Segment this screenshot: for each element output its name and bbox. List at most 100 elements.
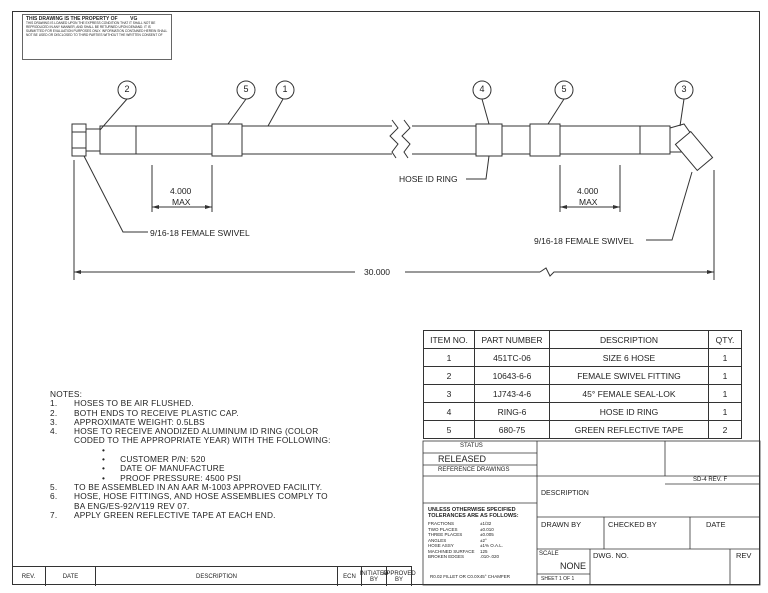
balloon-5-right: 5 xyxy=(561,84,567,94)
status-label: STATUS xyxy=(460,443,483,449)
bom-row: 3 1J743-4-6 45° FEMALE SEAL-LOK 1 xyxy=(423,384,742,403)
tolerance-heading: UNLESS OTHERWISE SPECIFIED TOLERANCES AR… xyxy=(428,507,519,519)
proprietary-text: THIS DRAWING IS LOANED UPON THE EXPRESS … xyxy=(26,21,168,37)
bom-header-item: ITEM NO. xyxy=(423,330,475,349)
sheet-label: SHEET 1 OF 1 xyxy=(541,576,575,582)
bom-cell: GREEN REFLECTIVE TAPE xyxy=(549,420,709,439)
rev-label: REV xyxy=(736,551,752,560)
drawn-by-label: DRAWN BY xyxy=(541,520,582,529)
hose-break-left xyxy=(389,119,399,159)
bom-cell: HOSE ID RING xyxy=(549,402,709,421)
balloon-2: 2 xyxy=(124,84,130,94)
tolerance-row: THREE PLACES±0.005 xyxy=(428,532,494,537)
fillet-note: R0.02 FILLET OR C0.0X45° CHAMFER xyxy=(430,574,510,579)
proprietary-owner: VG xyxy=(130,16,138,22)
balloon-5-left: 5 xyxy=(243,84,249,94)
dwg-no-label: DWG. NO. xyxy=(593,551,629,560)
doc-rev: SD-4 REV. F xyxy=(693,477,728,483)
bom-header-description: DESCRIPTION xyxy=(549,330,709,349)
rev-ecn-col: ECN xyxy=(338,567,362,586)
notes-title: NOTES: xyxy=(50,389,83,399)
rev-col: REV. xyxy=(12,567,46,586)
bom-cell: 2 xyxy=(708,420,742,439)
overall-length: 30.000 xyxy=(362,267,392,277)
bom-cell: 5 xyxy=(423,420,475,439)
note-line: 7.APPLY GREEN REFLECTIVE TAPE AT EACH EN… xyxy=(50,509,276,520)
left-fitting-body xyxy=(85,128,101,152)
callout-id-ring: HOSE ID RING xyxy=(399,174,458,184)
bom-cell: RING-6 xyxy=(474,402,550,421)
tolerance-row: TWO PLACES±0.010 xyxy=(428,526,494,532)
bom-cell: FEMALE SWIVEL FITTING xyxy=(549,366,709,385)
scale-label: SCALE xyxy=(539,551,559,557)
balloon-4: 4 xyxy=(479,84,485,94)
rev-description-col: DESCRIPTION xyxy=(96,567,338,586)
left-reflective-tape xyxy=(211,123,243,157)
dim-right-qualifier: MAX xyxy=(579,197,598,207)
note-line: 2.BOTH ENDS TO RECEIVE PLASTIC CAP. xyxy=(50,407,239,418)
hose-id-ring xyxy=(475,123,503,157)
right-fitting-socket xyxy=(639,125,671,155)
tolerance-table: FRACTIONS±1/32 TWO PLACES±0.010 THREE PL… xyxy=(428,521,503,560)
balloon-3: 3 xyxy=(681,84,687,94)
balloon-1: 1 xyxy=(282,84,288,94)
checked-by-label: CHECKED BY xyxy=(608,520,657,529)
dim-left-value: 4.000 xyxy=(170,186,192,196)
description-label: DESCRIPTION xyxy=(541,490,589,497)
bom-cell: 1J743-4-6 xyxy=(474,384,550,403)
bom-cell: 45° FEMALE SEAL-LOK xyxy=(549,384,709,403)
bom-cell: 4 xyxy=(423,402,475,421)
hose-break-left-2 xyxy=(401,119,411,159)
callout-right-swivel: 9/16-18 FEMALE SWIVEL xyxy=(534,236,634,246)
date-label: DATE xyxy=(706,520,726,529)
left-swivel-nut xyxy=(71,123,87,157)
proprietary-heading: THIS DRAWING IS THE PROPERTY OF xyxy=(26,16,118,22)
note-line: 5.TO BE ASSEMBLED IN AN AAR M-1003 APPRO… xyxy=(50,481,323,492)
dim-left-qualifier: MAX xyxy=(172,197,191,207)
note-line: 1.HOSES TO BE AIR FLUSHED. xyxy=(50,398,194,409)
revision-strip: REV. DATE DESCRIPTION ECN INITIATED BY A… xyxy=(12,566,416,586)
note-line: 3.APPROXIMATE WEIGHT: 0.5LBS xyxy=(50,416,205,427)
bom-cell: 1 xyxy=(708,384,742,403)
tolerance-row: BROKEN EDGES.010-.020 xyxy=(428,554,500,559)
bom-row: 4 RING-6 HOSE ID RING 1 xyxy=(423,402,742,421)
bill-of-materials: ITEM NO. PART NUMBER DESCRIPTION QTY. 1 … xyxy=(423,330,742,439)
note-line: 4.HOSE TO RECEIVE ANODIZED ALUMINUM ID R… xyxy=(50,426,319,437)
right-swivel-nut xyxy=(674,130,714,172)
bom-row: 5 680-75 GREEN REFLECTIVE TAPE 2 xyxy=(423,420,742,439)
scale-value: NONE xyxy=(560,561,587,571)
notes-block: NOTES: 1.HOSES TO BE AIR FLUSHED. 2.BOTH… xyxy=(50,389,331,520)
bom-cell: 1 xyxy=(708,366,742,385)
bom-cell: 3 xyxy=(423,384,475,403)
tolerance-row: FRACTIONS±1/32 xyxy=(428,521,492,526)
bom-header-qty: QTY. xyxy=(708,330,742,349)
reference-drawings: REFERENCE DRAWINGS xyxy=(438,467,510,473)
status-value: RELEASED xyxy=(438,454,487,464)
note-line: 6.HOSE, HOSE FITTINGS, AND HOSE ASSEMBLI… xyxy=(50,491,328,502)
note-line: • DATE OF MANUFACTURE xyxy=(102,463,225,474)
rev-date-col: DATE xyxy=(46,567,96,586)
right-reflective-tape xyxy=(529,123,561,157)
bom-cell: 1 xyxy=(708,402,742,421)
left-fitting-socket xyxy=(99,125,137,155)
bom-row: 1 451TC-06 SIZE 6 HOSE 1 xyxy=(423,348,742,367)
bom-cell: 10643-6-6 xyxy=(474,366,550,385)
tolerance-row: ANGLES±2° xyxy=(428,537,487,543)
proprietary-notice: THIS DRAWING IS THE PROPERTY OF VG THIS … xyxy=(22,14,172,60)
bom-cell: 1 xyxy=(708,348,742,367)
bom-row: 2 10643-6-6 FEMALE SWIVEL FITTING 1 xyxy=(423,366,742,385)
note-line: • xyxy=(102,444,106,455)
rev-approved-col: APPROVED BY xyxy=(382,567,416,586)
bom-cell: 1 xyxy=(423,348,475,367)
bom-cell: 451TC-06 xyxy=(474,348,550,367)
tolerance-row: HOSE ASSY±1% O.A.L. xyxy=(428,543,503,548)
callout-left-swivel: 9/16-18 FEMALE SWIVEL xyxy=(150,228,250,238)
bom-cell: 2 xyxy=(423,366,475,385)
bom-header-part: PART NUMBER xyxy=(474,330,550,349)
bom-header-row: ITEM NO. PART NUMBER DESCRIPTION QTY. xyxy=(423,330,742,349)
note-line: CODED TO THE APPROPRIATE YEAR) WITH THE … xyxy=(74,435,331,446)
note-line: • CUSTOMER P/N: 520 xyxy=(102,454,206,465)
bom-cell: SIZE 6 HOSE xyxy=(549,348,709,367)
